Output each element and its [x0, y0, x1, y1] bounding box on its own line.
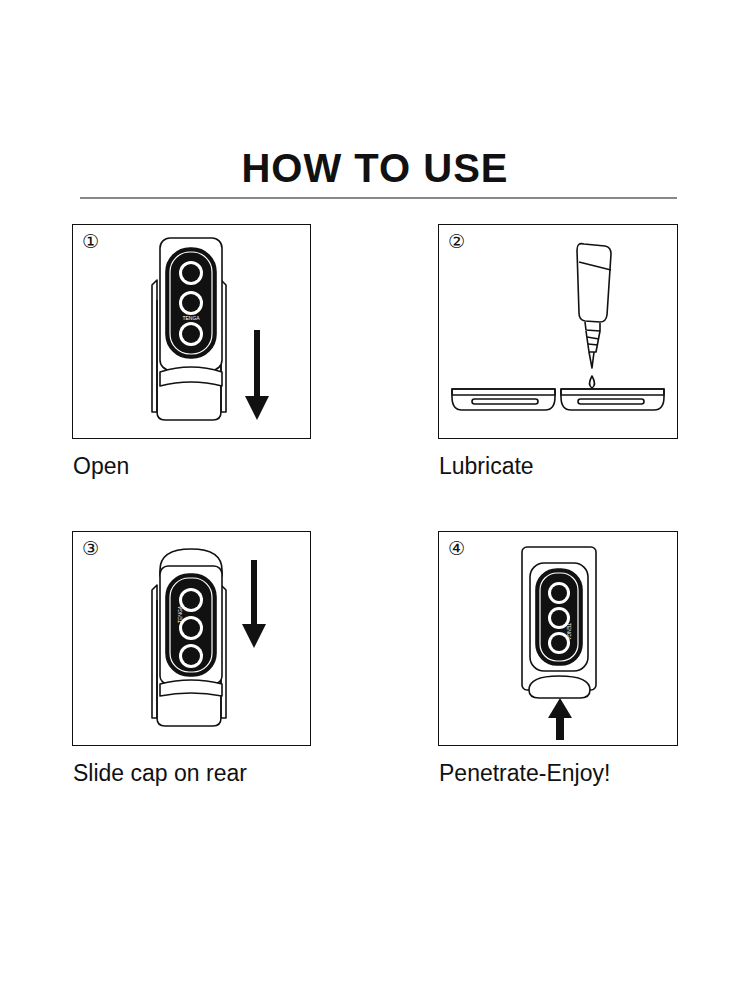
brand-logo: TENGA	[182, 316, 199, 321]
step-number: ④	[448, 539, 465, 558]
title-rule	[80, 198, 677, 199]
step-panel: ①Open	[72, 224, 311, 439]
device-closed	[152, 238, 226, 420]
step-caption: Open	[73, 453, 129, 481]
step-number: ①	[82, 232, 99, 251]
device-open-end	[522, 547, 596, 698]
step-panel: ③Slide cap on rear	[72, 531, 311, 746]
device-cap-rear	[152, 549, 226, 726]
brand-logo: TENGA	[178, 605, 183, 622]
step-caption: Slide cap on rear	[73, 760, 247, 788]
step-caption: Lubricate	[439, 453, 534, 481]
page-title: HOW TO USE	[0, 146, 750, 191]
arrow-down	[242, 560, 266, 648]
step-number: ②	[448, 232, 465, 251]
device-halves	[452, 389, 664, 410]
step-panel: ④Penetrate-Enjoy!	[438, 531, 678, 746]
lubricant-bottle	[577, 244, 611, 388]
step-panel: ②Lubricate	[438, 224, 678, 439]
step-number: ③	[82, 539, 99, 558]
step-caption: Penetrate-Enjoy!	[439, 760, 610, 788]
arrow-up	[548, 698, 572, 740]
brand-logo: TENGA	[566, 622, 571, 639]
arrow-down	[245, 330, 269, 420]
